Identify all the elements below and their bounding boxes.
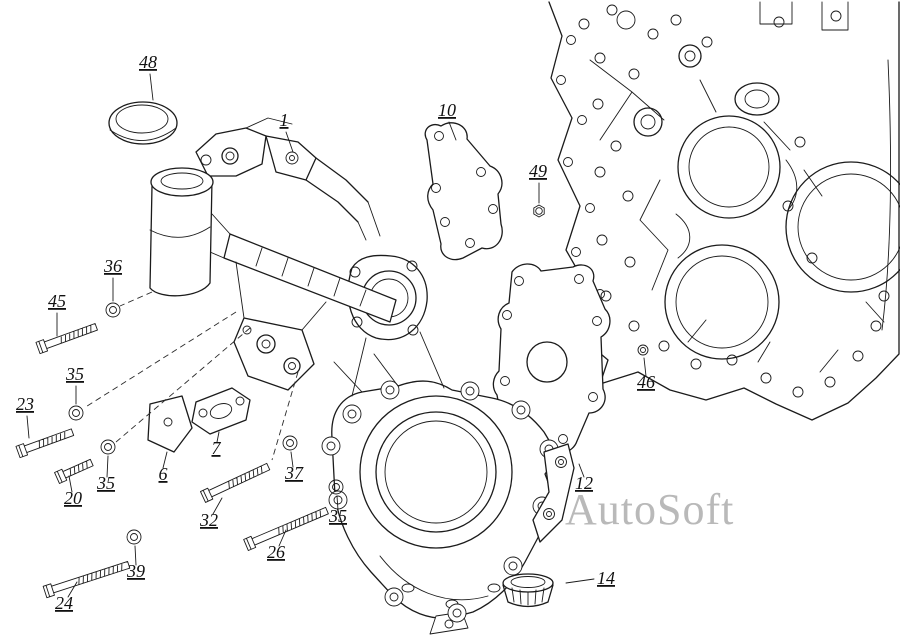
callout-1-1[interactable]: 1 xyxy=(280,110,294,153)
callout-number[interactable]: 10 xyxy=(438,100,456,120)
callout-leader-line xyxy=(448,121,457,141)
callout-35-10[interactable]: 35 xyxy=(96,455,115,493)
callout-10-2[interactable]: 10 xyxy=(438,100,457,141)
bolt-32 xyxy=(200,462,271,503)
callout-number[interactable]: 32 xyxy=(199,510,218,530)
callout-leader-line xyxy=(149,73,154,101)
washer-35 xyxy=(100,439,116,455)
callout-leader-line xyxy=(278,529,287,547)
callout-leader-line xyxy=(106,455,109,478)
callout-45-5[interactable]: 45 xyxy=(48,291,66,337)
callout-32-12[interactable]: 32 xyxy=(199,497,223,530)
callout-number[interactable]: 24 xyxy=(55,593,73,613)
bolt-24 xyxy=(42,561,131,599)
callout-26-14[interactable]: 26 xyxy=(267,529,287,562)
callout-number[interactable]: 39 xyxy=(126,561,145,581)
callout-35-15[interactable]: 35 xyxy=(328,495,347,526)
callout-12-18[interactable]: 12 xyxy=(575,463,593,493)
callout-leader-line xyxy=(26,415,30,439)
callout-6-9[interactable]: 6 xyxy=(159,451,168,484)
callout-number[interactable]: 49 xyxy=(529,161,547,181)
callout-number[interactable]: 46 xyxy=(637,372,655,392)
callouts-layer: 48 1 10 49 36 45 35 23 20 6 35 7 32 37 26 35 24 39 12 46 14 xyxy=(16,52,655,613)
timing-cover-drawing xyxy=(321,254,575,635)
washer-46 xyxy=(637,344,649,356)
callout-leader-line xyxy=(212,497,223,515)
callout-number[interactable]: 20 xyxy=(64,488,82,508)
callout-36-4[interactable]: 36 xyxy=(103,256,122,302)
callout-20-8[interactable]: 20 xyxy=(64,475,82,508)
callout-46-19[interactable]: 46 xyxy=(637,357,655,392)
callout-14-20[interactable]: 14 xyxy=(565,568,615,588)
callout-number[interactable]: 36 xyxy=(103,256,122,276)
fasteners-layer xyxy=(15,204,649,599)
callout-leader-line xyxy=(565,578,595,584)
watermark: AutoSoft xyxy=(565,485,734,534)
callout-leader-line xyxy=(643,357,647,377)
callout-leader-line xyxy=(336,495,339,511)
callout-48-0[interactable]: 48 xyxy=(139,52,157,101)
callout-number[interactable]: 14 xyxy=(597,568,615,588)
gasket-10-drawing xyxy=(424,122,503,261)
washer-39 xyxy=(126,529,142,545)
callout-leader-line xyxy=(162,451,168,469)
washer-36 xyxy=(105,302,121,318)
callout-number[interactable]: 35 xyxy=(65,364,84,384)
callout-number[interactable]: 26 xyxy=(267,542,285,562)
callout-23-7[interactable]: 23 xyxy=(16,394,34,439)
callout-leader-line xyxy=(578,463,585,478)
bolt-20 xyxy=(54,458,94,484)
callout-number[interactable]: 23 xyxy=(16,394,34,414)
washer-35 xyxy=(328,479,344,495)
callout-leader-line xyxy=(216,431,220,443)
flange-7-drawing xyxy=(191,387,251,435)
callout-7-11[interactable]: 7 xyxy=(212,431,222,458)
nut-49 xyxy=(533,204,545,218)
callout-number[interactable]: 48 xyxy=(139,52,157,72)
housing-part1-drawing xyxy=(149,117,397,391)
callout-24-16[interactable]: 24 xyxy=(55,581,78,613)
callout-number[interactable]: 6 xyxy=(159,464,168,484)
cap-48-drawing xyxy=(108,101,178,145)
bolt-23 xyxy=(15,428,75,459)
callout-number[interactable]: 12 xyxy=(575,473,593,493)
callout-37-13[interactable]: 37 xyxy=(284,451,304,483)
callout-leader-line xyxy=(68,475,73,493)
callout-number[interactable]: 35 xyxy=(96,473,115,493)
plug-14-drawing xyxy=(502,573,554,608)
callout-number[interactable]: 37 xyxy=(284,463,304,483)
callout-49-3[interactable]: 49 xyxy=(529,161,547,204)
callout-leader-line xyxy=(67,581,78,598)
callout-leader-line xyxy=(285,131,294,153)
washer-37 xyxy=(282,435,298,451)
plate-6-drawing xyxy=(147,395,193,453)
callout-35-6[interactable]: 35 xyxy=(65,364,84,405)
callout-39-17[interactable]: 39 xyxy=(126,545,145,581)
engine-block-drawing xyxy=(548,1,900,421)
callout-leader-line xyxy=(290,451,294,468)
bolt-45 xyxy=(35,323,98,355)
callout-leader-line xyxy=(134,545,137,566)
callout-number[interactable]: 45 xyxy=(48,291,66,311)
callout-number[interactable]: 1 xyxy=(280,110,289,130)
callout-number[interactable]: 35 xyxy=(328,506,347,526)
bolt-26 xyxy=(243,506,329,551)
callout-number[interactable]: 7 xyxy=(212,438,222,458)
washer-35 xyxy=(68,405,84,421)
